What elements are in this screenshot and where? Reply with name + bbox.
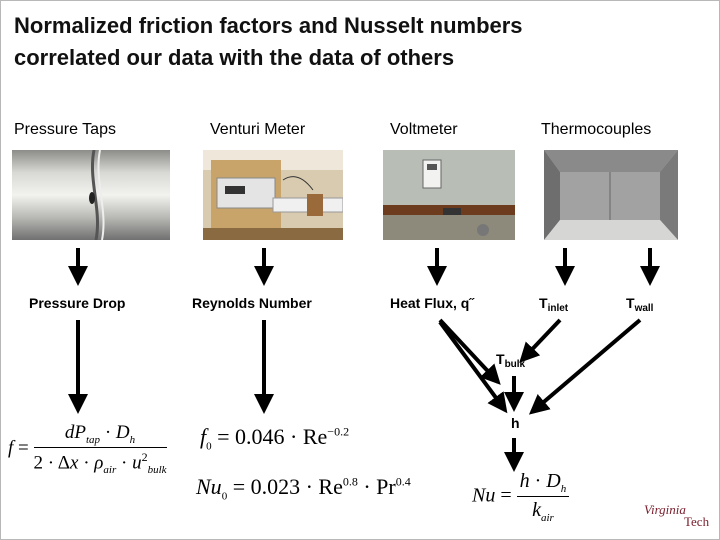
arrow-t-wall-to-h — [528, 318, 642, 415]
arrow-t-inlet-to-t-bulk — [519, 318, 562, 363]
voltmeter-photo — [383, 150, 515, 240]
friction-factor-equation: f = dPtap · Dh 2 · Δx · ρair · u2bulk — [8, 422, 167, 476]
heading-pressure-taps: Pressure Taps — [14, 121, 116, 138]
label-reynolds-number: Reynolds Number — [192, 295, 312, 311]
virginia-tech-logo: Virginia Tech — [644, 502, 710, 529]
heading-venturi-meter: Venturi Meter — [210, 121, 306, 138]
label-h: h — [511, 415, 520, 431]
nu0-correlation-equation: Nu0 = 0.023 · Re0.8 · Pr0.4 — [196, 474, 411, 503]
arrow-heat-flux-to-t-bulk — [438, 318, 501, 385]
f0-correlation-equation: f0 = 0.046 · Re−0.2 — [200, 424, 350, 453]
venturi-meter-photo — [203, 150, 343, 240]
pressure-taps-photo — [12, 150, 170, 240]
nusselt-equation: Nu = h · Dh kair — [472, 470, 570, 524]
heading-thermocouples: Thermocouples — [541, 121, 652, 138]
label-t-inlet: Tinlet — [539, 295, 569, 314]
slide-title: Normalized friction factors and Nusselt … — [14, 13, 523, 70]
label-pressure-drop: Pressure Drop — [29, 295, 126, 311]
arrow-heat-flux-to-h — [438, 320, 508, 414]
heading-voltmeter: Voltmeter — [390, 121, 458, 138]
label-heat-flux: Heat Flux, q˝ — [390, 295, 475, 311]
label-t-wall: Twall — [626, 295, 654, 314]
label-t-bulk: Tbulk — [496, 351, 526, 370]
thermocouples-photo — [544, 150, 678, 240]
